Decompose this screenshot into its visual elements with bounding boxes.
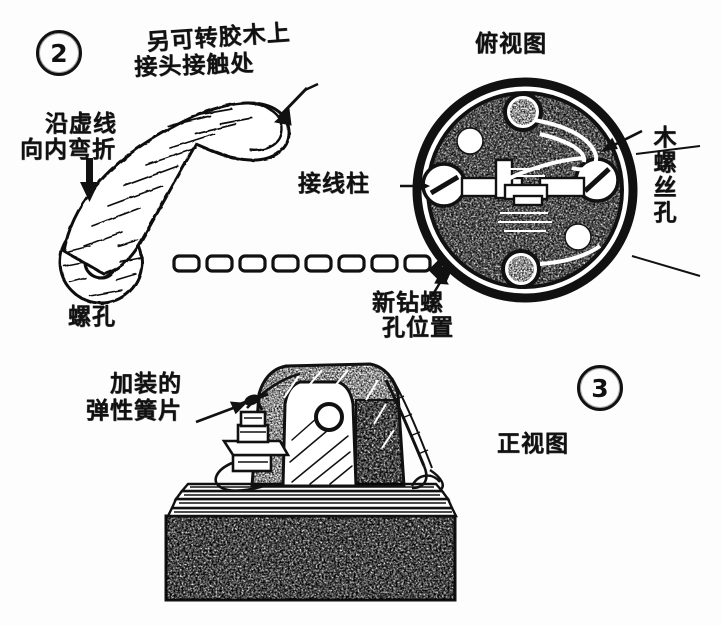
screw-hole-label: 螺孔	[68, 304, 116, 330]
front-view-figure	[164, 362, 458, 602]
wood-screw-hole-upper	[456, 127, 484, 155]
dashed-fold-line	[172, 254, 432, 273]
contact-detail-marks	[498, 168, 552, 232]
bend-note-line2: 向内弯折	[20, 137, 116, 163]
terminal-nut-stack	[221, 410, 291, 473]
top-view-title: 俯视图	[475, 31, 547, 57]
contact-note-line2: 接头接触处	[133, 50, 255, 81]
terminal-screw-right	[574, 157, 620, 203]
top-view-disc	[412, 77, 638, 303]
new-drill-note-line2: 孔位置	[382, 315, 454, 341]
screw-bottom	[501, 249, 541, 289]
contact-point-arrow	[273, 82, 319, 126]
front-view-title: 正视图	[497, 431, 569, 457]
right-spring-arm	[384, 377, 444, 491]
spring-leaf	[240, 372, 301, 411]
fold-direction-arrow	[80, 158, 99, 202]
terminal-post-leader	[400, 178, 431, 194]
spring-note-line1: 加装的	[110, 371, 182, 397]
contact-bar-assembly	[460, 158, 586, 207]
spring-leaf-leader	[195, 401, 247, 424]
wood-screw-hole-lower	[564, 223, 592, 251]
arch-plate	[281, 380, 358, 488]
step-2-numeral: 2	[50, 38, 68, 68]
wire-curve	[499, 118, 599, 185]
terminal-screw-left	[421, 162, 467, 208]
wood-screw-hole-label: 木螺丝孔	[649, 125, 675, 225]
new-drill-note-line1: 新钻螺	[372, 290, 444, 316]
wood-screw-hole-leader	[600, 129, 643, 152]
pivot-hole	[314, 402, 344, 432]
base-rim-layers	[166, 482, 458, 518]
bend-note-line1: 沿虚线	[45, 111, 117, 137]
spring-note-line2: 弹性簧片	[86, 398, 182, 424]
step-number-2: 2	[36, 30, 82, 76]
terminal-post-label: 接线柱	[298, 171, 370, 197]
screw-top	[503, 92, 543, 132]
step-3-numeral: 3	[591, 373, 609, 403]
step-number-3: 3	[577, 365, 623, 411]
